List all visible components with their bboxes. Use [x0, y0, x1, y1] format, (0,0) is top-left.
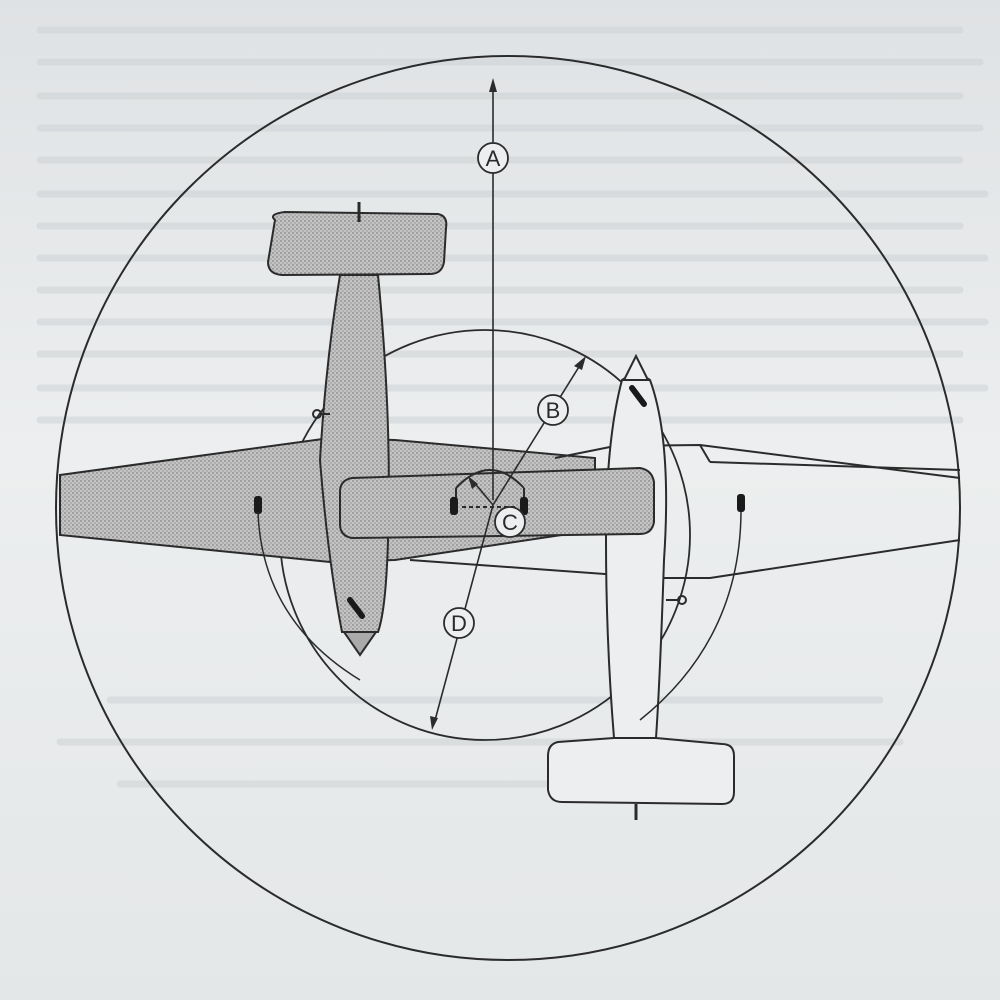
aircraft-right-main-gear — [737, 494, 745, 512]
callout-a-label: A — [486, 146, 501, 171]
aircraft-left-spinner — [342, 631, 378, 657]
aircraft-right — [409, 353, 961, 820]
aircraft-left-fuselage — [318, 274, 390, 633]
aircraft-left-main-gear — [254, 496, 262, 514]
aircraft-right-propeller — [629, 385, 647, 407]
aircraft-left-tail — [266, 210, 448, 277]
aircraft-left — [59, 202, 596, 657]
aircraft-right-tail — [547, 737, 735, 806]
callout-d-label: D — [451, 611, 467, 636]
right-wingtip-arc — [639, 511, 742, 721]
callout-d: D — [443, 607, 475, 639]
aircraft-right-spinner — [622, 353, 650, 381]
left-wingtip-arc — [257, 511, 361, 681]
callout-b: B — [537, 394, 569, 426]
callout-c: C — [494, 506, 526, 538]
dimension-c — [468, 476, 494, 506]
aircraft-left-propeller — [347, 597, 365, 619]
callout-b-label: B — [546, 398, 561, 423]
dimension-b — [492, 356, 586, 506]
callout-c-label: C — [502, 510, 518, 535]
nosegear-pivot — [450, 469, 528, 515]
bleed-through-text — [36, 26, 989, 788]
outer-turning-circle — [55, 55, 961, 961]
callout-a: A — [477, 142, 509, 174]
aircraft-right-fuselage — [604, 374, 668, 739]
center-stabilizer — [339, 466, 655, 540]
